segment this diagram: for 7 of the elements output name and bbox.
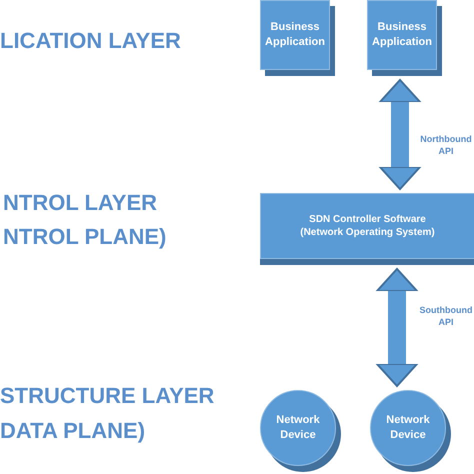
layer-label: NTROL PLANE) bbox=[3, 224, 166, 250]
double-arrow bbox=[376, 268, 418, 387]
layer-label: DATA PLANE) bbox=[0, 418, 146, 444]
double-arrow bbox=[379, 79, 421, 190]
layer-label: STRUCTURE LAYER bbox=[0, 383, 214, 409]
layer-label: LICATION LAYER bbox=[0, 28, 181, 54]
layer-label: NTROL LAYER bbox=[3, 190, 158, 216]
